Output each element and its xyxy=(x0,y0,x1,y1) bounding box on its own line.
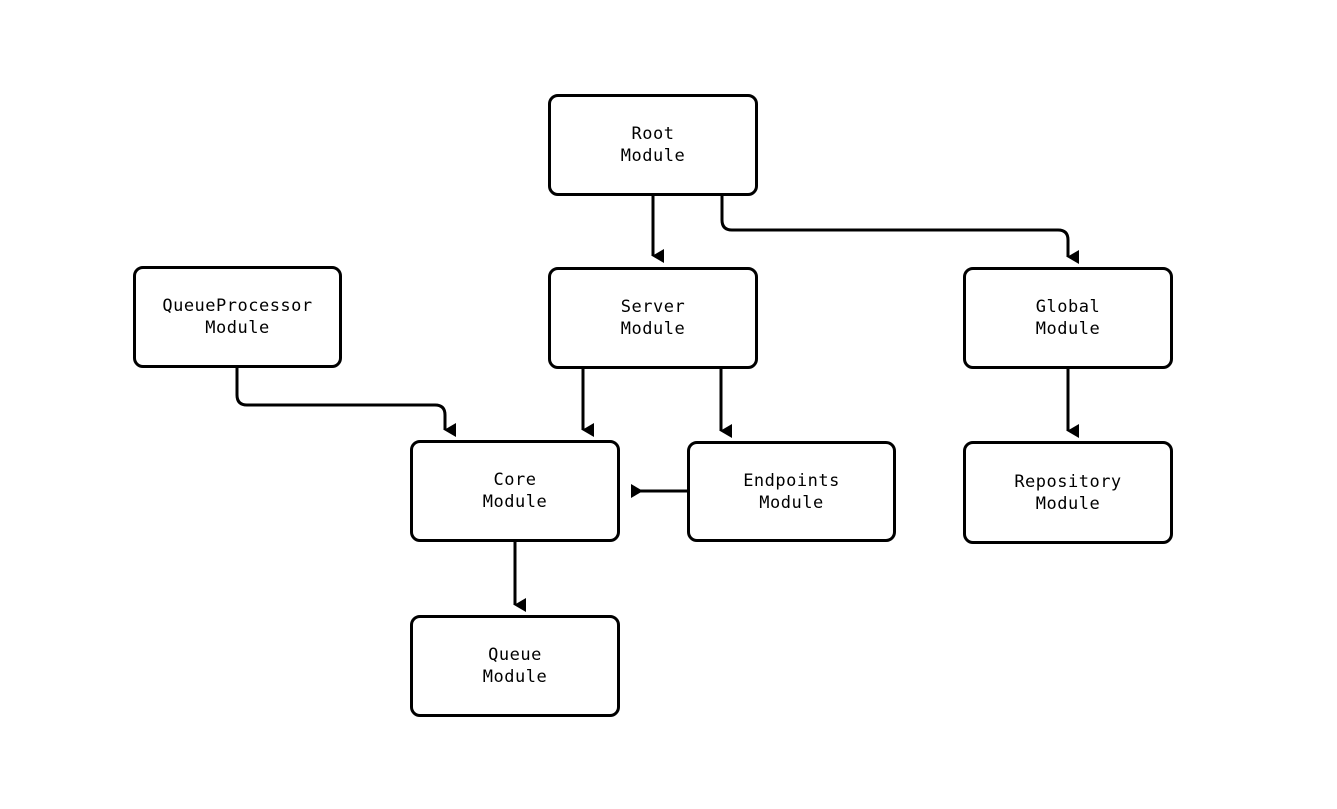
node-queueprocessor-module-line2: Module xyxy=(205,318,270,338)
node-server-module[interactable]: Server Module xyxy=(548,267,758,369)
node-queue-module-line1: Queue xyxy=(488,645,542,665)
node-repository-module-line1: Repository xyxy=(1014,471,1122,492)
node-server-module-line2: Module xyxy=(620,319,686,339)
node-core-module-line2: Module xyxy=(482,492,548,512)
edge-root-to-global xyxy=(720,196,1079,264)
node-endpoints-module-line1: Endpoints xyxy=(743,470,840,491)
node-repository-module[interactable]: Repository Module xyxy=(963,441,1173,544)
node-queueprocessor-module-line1: QueueProcessor xyxy=(162,296,313,316)
node-queue-module-line2: Module xyxy=(482,667,548,687)
node-global-module-line1: Global xyxy=(1035,297,1101,317)
node-endpoints-module[interactable]: Endpoints Module xyxy=(687,441,896,542)
node-core-module[interactable]: Core Module xyxy=(410,440,620,542)
node-repository-module-line2: Module xyxy=(1035,493,1101,514)
node-root-module[interactable]: Root Module xyxy=(548,94,758,196)
node-root-module-line1: Root xyxy=(631,124,675,144)
node-endpoints-module-line2: Module xyxy=(759,492,824,513)
node-core-module-line1: Core xyxy=(493,470,537,490)
node-root-module-line2: Module xyxy=(620,146,686,166)
node-queueprocessor-module[interactable]: QueueProcessor Module xyxy=(133,266,342,368)
node-global-module[interactable]: Global Module xyxy=(963,267,1173,369)
node-server-module-line1: Server xyxy=(620,297,686,317)
node-queue-module[interactable]: Queue Module xyxy=(410,615,620,717)
node-global-module-line2: Module xyxy=(1035,319,1101,339)
edge-queueprocessor-to-core xyxy=(235,368,456,437)
